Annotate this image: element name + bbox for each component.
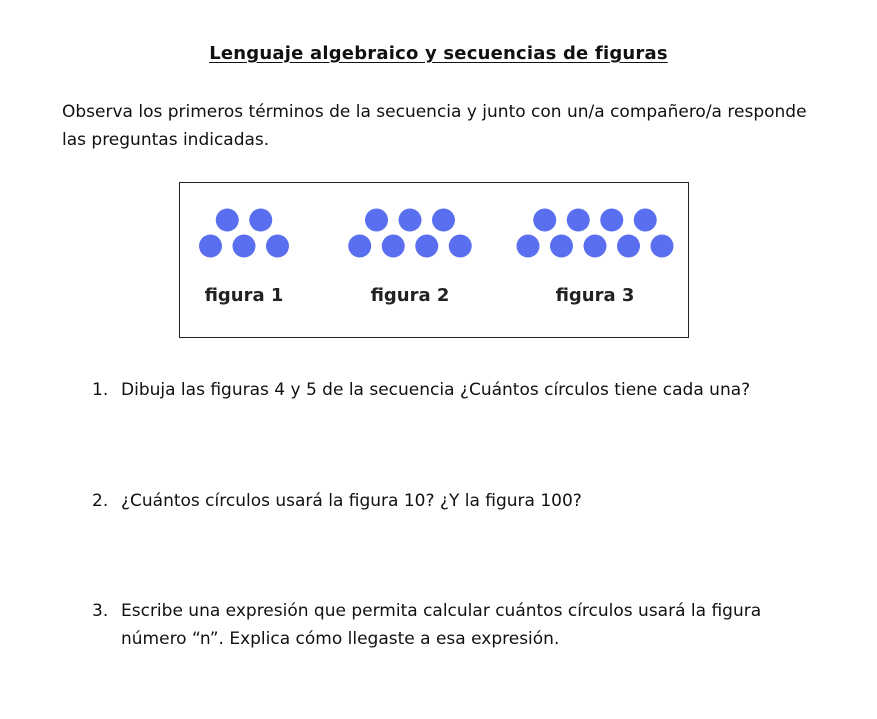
bottom-row-circle bbox=[232, 234, 256, 258]
figure-sequence-box: figura 1 figura 2 figura 3 bbox=[179, 182, 689, 338]
figure-2: figura 2 bbox=[348, 208, 472, 306]
bottom-row-circle bbox=[583, 234, 607, 258]
bottom-row-circle bbox=[381, 234, 405, 258]
top-row-circle bbox=[215, 208, 239, 232]
top-row-circle bbox=[566, 208, 590, 232]
bottom-row-circle bbox=[266, 234, 289, 258]
question-text: Dibuja las figuras 4 y 5 de la secuencia… bbox=[121, 380, 751, 400]
bottom-row-circle bbox=[617, 234, 640, 258]
intro-paragraph: Observa los primeros términos de la secu… bbox=[62, 102, 807, 150]
bottom-row-circle bbox=[550, 234, 573, 258]
question-number: 1. bbox=[92, 380, 109, 400]
figure-3: figura 3 bbox=[516, 208, 674, 306]
bottom-row-circle bbox=[650, 234, 674, 258]
document-title: Lenguaje algebraico y secuencias de figu… bbox=[209, 43, 668, 64]
bottom-row-circle bbox=[199, 234, 222, 258]
question-1: 1. Dibuja las figuras 4 y 5 de la secuen… bbox=[92, 376, 812, 404]
figure-sequence-drawing: figura 1 figura 2 figura 3 bbox=[199, 208, 674, 306]
top-row-circle bbox=[398, 208, 422, 232]
top-row-circle bbox=[249, 208, 273, 232]
figure-label: figura 1 bbox=[205, 285, 284, 306]
question-2: 2. ¿Cuántos círculos usará la figura 10?… bbox=[92, 487, 812, 515]
question-number: 3. bbox=[92, 601, 109, 621]
question-text: Escribe una expresión que permita calcul… bbox=[121, 601, 762, 649]
top-row-circle bbox=[365, 208, 388, 232]
figure-label: figura 2 bbox=[371, 285, 450, 306]
top-row-circle bbox=[633, 208, 657, 232]
question-number: 2. bbox=[92, 491, 109, 511]
bottom-row-circle bbox=[516, 234, 540, 258]
top-row-circle bbox=[432, 208, 455, 232]
bottom-row-circle bbox=[348, 234, 372, 258]
question-text: ¿Cuántos círculos usará la figura 10? ¿Y… bbox=[121, 491, 582, 511]
top-row-circle bbox=[600, 208, 624, 232]
bottom-row-circle bbox=[415, 234, 439, 258]
bottom-row-circle bbox=[448, 234, 472, 258]
question-3: 3. Escribe una expresión que permita cal… bbox=[92, 597, 812, 653]
figure-label: figura 3 bbox=[556, 285, 635, 306]
figure-1: figura 1 bbox=[199, 208, 289, 306]
top-row-circle bbox=[533, 208, 557, 232]
